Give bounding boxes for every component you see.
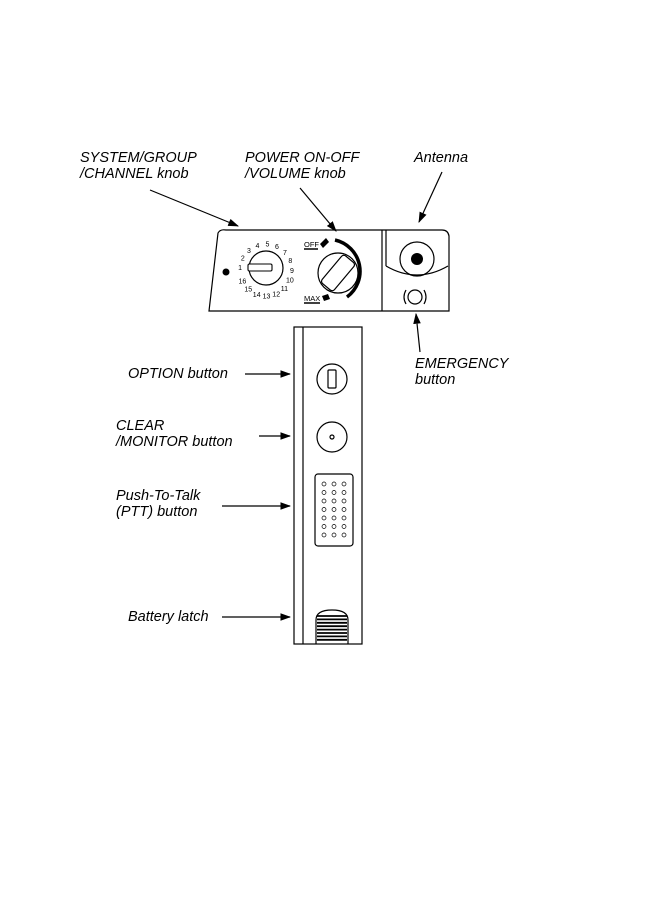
- power-knob-arrow: [300, 188, 336, 231]
- ptt-grip-dot: [332, 491, 336, 495]
- system-knob-arrow: [150, 190, 238, 226]
- battery-latch[interactable]: [316, 610, 348, 644]
- option-button[interactable]: [317, 364, 347, 394]
- ptt-button-label: Push-To-Talk (PTT) button: [116, 488, 204, 520]
- channel-number-13: 13: [263, 294, 271, 301]
- ptt-grip-dot: [322, 525, 326, 529]
- ptt-grip-dot: [332, 499, 336, 503]
- ptt-grip-dot: [322, 499, 326, 503]
- channel-number-14: 14: [253, 292, 261, 299]
- volume-knob-grip: [320, 254, 355, 292]
- ptt-grip-dot: [342, 508, 346, 512]
- channel-number-5: 5: [265, 242, 269, 249]
- antenna-arrow: [419, 172, 442, 222]
- channel-number-9: 9: [290, 268, 294, 275]
- option-button-label: OPTION button: [128, 366, 228, 382]
- channel-number-1: 1: [238, 265, 242, 272]
- ptt-grip-dot: [332, 482, 336, 486]
- channel-number-6: 6: [275, 244, 279, 251]
- off-mark: OFF: [304, 240, 319, 249]
- ptt-grip-dot: [322, 533, 326, 537]
- antenna-label: Antenna: [413, 150, 468, 166]
- emergency-button[interactable]: [404, 290, 426, 304]
- ptt-grip-dot: [342, 491, 346, 495]
- power-volume-knob-label: POWER ON-OFF /VOLUME knob: [244, 150, 363, 182]
- ptt-button[interactable]: [315, 474, 353, 546]
- power-volume-knob[interactable]: OFF MAX: [304, 238, 360, 303]
- channel-number-10: 10: [286, 278, 294, 285]
- channel-number-8: 8: [288, 258, 292, 265]
- ptt-grip-dot: [342, 525, 346, 529]
- channel-number-15: 15: [244, 287, 252, 294]
- position-dot-icon: [223, 269, 230, 276]
- channel-number-4: 4: [256, 243, 260, 250]
- channel-number-11: 11: [281, 286, 288, 293]
- clear-monitor-button[interactable]: [317, 422, 347, 452]
- channel-number-7: 7: [283, 250, 287, 257]
- ptt-grip-pattern: [322, 482, 346, 537]
- channel-number-16: 16: [239, 279, 247, 286]
- battery-latch-label: Battery latch: [128, 609, 209, 625]
- latch-ribs: [317, 616, 347, 640]
- clear-monitor-button-label: CLEAR /MONITOR button: [115, 418, 233, 450]
- channel-number-3: 3: [247, 248, 251, 255]
- ptt-grip-dot: [322, 508, 326, 512]
- emergency-arrow: [416, 314, 420, 352]
- ptt-grip-dot: [332, 508, 336, 512]
- system-group-channel-knob-label: SYSTEM/GROUP /CHANNEL knob: [79, 150, 200, 182]
- channel-number-2: 2: [241, 256, 245, 263]
- ptt-grip-dot: [322, 516, 326, 520]
- ptt-grip-dot: [342, 482, 346, 486]
- emergency-button-label: EMERGENCY button: [415, 356, 512, 388]
- ptt-grip-dot: [322, 482, 326, 486]
- ptt-grip-dot: [342, 533, 346, 537]
- ptt-grip-dot: [332, 533, 336, 537]
- ptt-grip-dot: [332, 516, 336, 520]
- ptt-grip-dot: [332, 525, 336, 529]
- ptt-grip-dot: [342, 516, 346, 520]
- antenna-connector: [386, 230, 448, 276]
- max-mark: MAX: [304, 294, 320, 303]
- ptt-grip-dot: [322, 491, 326, 495]
- ptt-grip-dot: [342, 499, 346, 503]
- channel-knob-pointer: [248, 264, 272, 271]
- channel-number-12: 12: [272, 291, 280, 298]
